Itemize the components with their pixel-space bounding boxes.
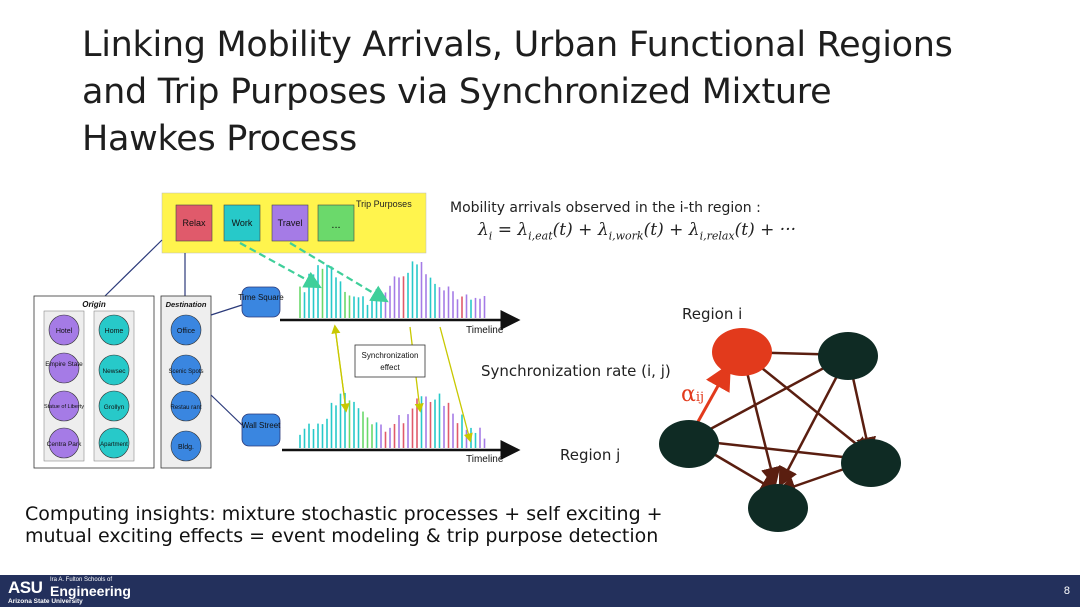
purpose-more-label: ... (331, 219, 340, 231)
origin-item: Newsec (102, 368, 126, 375)
event-spikes-top (299, 261, 486, 318)
page-number: 8 (1063, 585, 1070, 597)
school-name-small: Ira A. Fulton Schools of (50, 577, 113, 583)
origin-panel: Origin Hotel Empire State Statue of Libe… (33, 295, 155, 469)
alpha-label: αij (681, 382, 704, 407)
region-wall-street: Wall Street (242, 413, 282, 447)
purpose-relax-box (175, 204, 213, 242)
region-time-square: Time Square (238, 286, 284, 318)
sync-arrow (331, 324, 347, 411)
origin-item: Home (105, 328, 124, 335)
purpose-more-box (317, 204, 355, 242)
sync-rate-label: Synchronization rate (i, j) (481, 362, 671, 380)
purpose-work-arrow (239, 242, 322, 289)
destination-item: Bldg. (178, 444, 194, 451)
school-name: Engineering (50, 583, 131, 599)
synchronization-graph (659, 328, 901, 532)
title-line: Linking Mobility Arrivals, Urban Functio… (82, 25, 953, 65)
graph-node-region-j (659, 420, 719, 468)
equation-caption: Mobility arrivals observed in the i-th r… (450, 200, 761, 216)
sync-arrow (439, 326, 473, 443)
origin-item: Statue of Liberty (44, 404, 84, 410)
purpose-work-label: Work (232, 218, 253, 228)
region-name: Time Square (238, 293, 284, 302)
destination-label: Destination (166, 300, 207, 309)
purpose-relax-label: Relax (182, 218, 206, 228)
intensity-equation: λi = λi,eat(t) + λi,work(t) + λi,relax(t… (478, 220, 796, 243)
insight-line: Computing insights: mixture stochastic p… (25, 503, 663, 525)
timeline-label-bottom: Timeline (466, 454, 504, 465)
sync-effect-line: effect (380, 363, 400, 372)
graph-node-region-i (712, 328, 772, 376)
purpose-travel-label: Travel (278, 218, 303, 228)
region-j-label: Region j (560, 446, 621, 464)
origin-item: Hotel (56, 328, 73, 335)
origin-label: Origin (82, 300, 106, 309)
computing-insights: Computing insights: mixture stochastic p… (25, 503, 725, 547)
region-name: Wall Street (242, 421, 282, 430)
origin-item: Grollyn (104, 404, 125, 411)
title-line: and Trip Purposes via Synchronized Mixtu… (82, 72, 832, 112)
graph-node (818, 332, 878, 380)
university-name: Arizona State University (8, 598, 83, 605)
purpose-work-box (223, 204, 261, 242)
destination-item: Restau rant (170, 405, 201, 411)
destination-panel: Destination Office Scenic Spots Restau r… (160, 295, 212, 469)
trip-purposes-panel: Trip Purposes Relax Work Travel ... (161, 192, 427, 254)
asu-logo: ASU (8, 578, 43, 597)
origin-item: Apartment (100, 442, 128, 448)
graph-node (841, 439, 901, 487)
graph-node (748, 484, 808, 532)
destination-item: Scenic Spots (168, 369, 203, 375)
footer-bar: ASU Ira A. Fulton Schools of Engineering… (0, 575, 1080, 607)
slide-title: Linking Mobility Arrivals, Urban Functio… (82, 22, 1042, 163)
timeline-label-top: Timeline (466, 325, 504, 336)
insight-line: mutual exciting effects = event modeling… (25, 525, 659, 547)
figure-canvas: Trip Purposes Relax Work Travel ... Orig… (33, 192, 901, 532)
region-i-label: Region i (682, 305, 743, 323)
origin-item: Empire State (45, 361, 83, 368)
destination-item: Office (177, 328, 195, 335)
sync-effect-box (354, 344, 426, 378)
purpose-travel-arrow (289, 242, 389, 303)
event-spikes-bottom (299, 392, 486, 448)
purpose-travel-box (271, 204, 309, 242)
sync-effect-line: Synchronization (362, 351, 419, 360)
origin-item: Centra Park (47, 441, 82, 448)
title-line: Hawkes Process (82, 119, 357, 159)
trip-purposes-label: Trip Purposes (356, 199, 412, 209)
